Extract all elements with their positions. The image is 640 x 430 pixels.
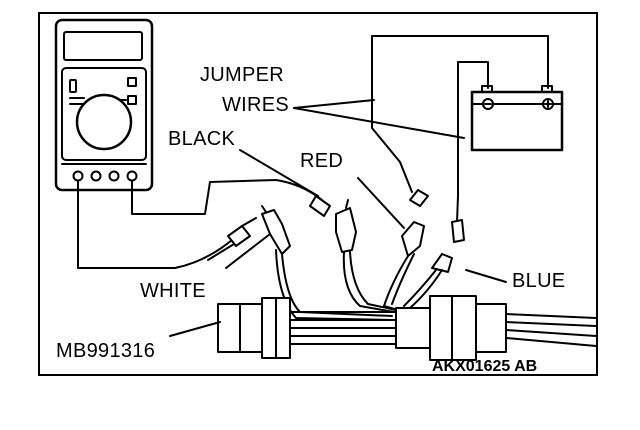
harness-blue-2 — [409, 269, 443, 309]
jumper-wire-upper — [371, 35, 549, 193]
leader-tool — [169, 321, 221, 337]
meter-lead-left — [77, 180, 233, 269]
multimeter — [54, 18, 154, 192]
probe-white-left — [227, 217, 257, 247]
label-wires: WIRES — [222, 94, 290, 116]
connector-right — [395, 295, 507, 361]
harness-white — [281, 253, 393, 317]
harness-white-2 — [275, 249, 393, 321]
label-red: RED — [300, 150, 344, 172]
label-white: WHITE — [140, 280, 206, 302]
leader-jumper-2 — [293, 107, 465, 139]
leader-white — [225, 233, 271, 269]
leader-white-2 — [207, 243, 235, 261]
probe-black-top — [309, 195, 331, 217]
dial-knob — [75, 93, 133, 151]
clip-white — [261, 205, 291, 255]
harness-blue — [403, 269, 437, 307]
cable-bundle — [289, 311, 397, 345]
connector-left — [217, 297, 291, 359]
clip-blue — [431, 219, 465, 273]
leader-red — [357, 177, 405, 229]
jack-1 — [72, 170, 84, 182]
harness-black — [342, 251, 395, 313]
harness-black-2 — [349, 251, 397, 311]
jack-4 — [126, 170, 138, 182]
label-black: BLACK — [168, 128, 236, 150]
leader-blue — [465, 269, 507, 283]
clip-black — [335, 199, 357, 253]
jumper-wire-lower — [456, 61, 489, 223]
jack-2 — [90, 170, 102, 182]
clip-red — [401, 189, 429, 257]
figure-code: AKX01625 AB — [432, 358, 538, 375]
meter-lead-right — [131, 179, 323, 215]
battery — [470, 85, 564, 152]
tail-wires — [505, 313, 597, 347]
harness-red-2 — [391, 253, 415, 305]
label-blue: BLUE — [512, 270, 566, 292]
leader-jumper-1 — [293, 99, 375, 109]
label-tool: MB991316 — [56, 340, 156, 362]
harness-red — [383, 255, 409, 311]
label-jumper: JUMPER — [200, 64, 285, 86]
jack-3 — [108, 170, 120, 182]
leader-black — [239, 149, 319, 197]
